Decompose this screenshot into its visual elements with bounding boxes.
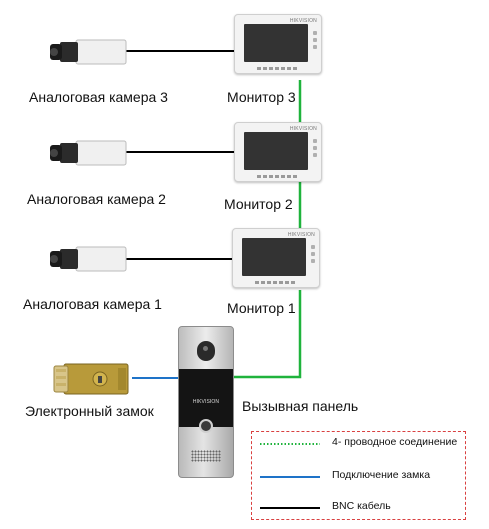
analog-camera-2-icon [50, 140, 127, 166]
monitor-brand: HIKVISION [289, 126, 317, 132]
legend-line-solid [260, 476, 320, 478]
four-wire-chain-3 [232, 290, 302, 379]
monitor-2: HIKVISION [234, 122, 322, 182]
call-panel-camera-icon [197, 341, 215, 361]
lock-label: Электронный замок [25, 403, 154, 419]
monitor-keys [255, 281, 295, 284]
legend-item-four-wire: 4- проводное соединение [260, 436, 460, 452]
monitor-brand: HIKVISION [287, 232, 315, 238]
monitor-keys [257, 175, 297, 178]
camera-1-label: Аналоговая камера 1 [23, 296, 162, 312]
legend: 4- проводное соединение Подключение замк… [251, 431, 466, 520]
analog-camera-3-icon [50, 39, 127, 65]
legend-line-dotted [260, 443, 320, 445]
monitor-screen [242, 238, 306, 276]
analog-camera-1-icon [50, 246, 127, 272]
legend-label: Подключение замка [332, 469, 431, 481]
electronic-lock-icon [53, 363, 129, 395]
call-panel-brand: HIKVISION [192, 399, 220, 405]
call-panel: HIKVISION [178, 326, 234, 478]
monitor-keys [257, 67, 297, 70]
legend-item-bnc: BNC кабель [260, 500, 460, 516]
monitor-screen [244, 24, 308, 62]
monitor-1-label: Монитор 1 [227, 300, 296, 316]
legend-item-lock: Подключение замка [260, 469, 460, 485]
call-button-icon [199, 419, 213, 433]
monitor-1: HIKVISION [232, 228, 320, 288]
monitor-side-buttons [312, 139, 318, 163]
call-panel-face [179, 369, 233, 427]
monitor-3-label: Монитор 3 [227, 89, 296, 105]
monitor-side-buttons [310, 245, 316, 269]
legend-line-solid [260, 507, 320, 509]
monitor-brand: HIKVISION [289, 18, 317, 24]
camera-3-label: Аналоговая камера 3 [29, 89, 168, 105]
call-panel-label: Вызывная панель [242, 398, 359, 414]
monitor-side-buttons [312, 31, 318, 55]
monitor-screen [244, 132, 308, 170]
camera-2-label: Аналоговая камера 2 [27, 191, 166, 207]
legend-label: BNC кабель [332, 500, 391, 512]
monitor-3: HIKVISION [234, 14, 322, 74]
speaker-grill-icon [191, 450, 221, 462]
legend-label: 4- проводное соединение [332, 436, 458, 448]
monitor-2-label: Монитор 2 [224, 196, 293, 212]
